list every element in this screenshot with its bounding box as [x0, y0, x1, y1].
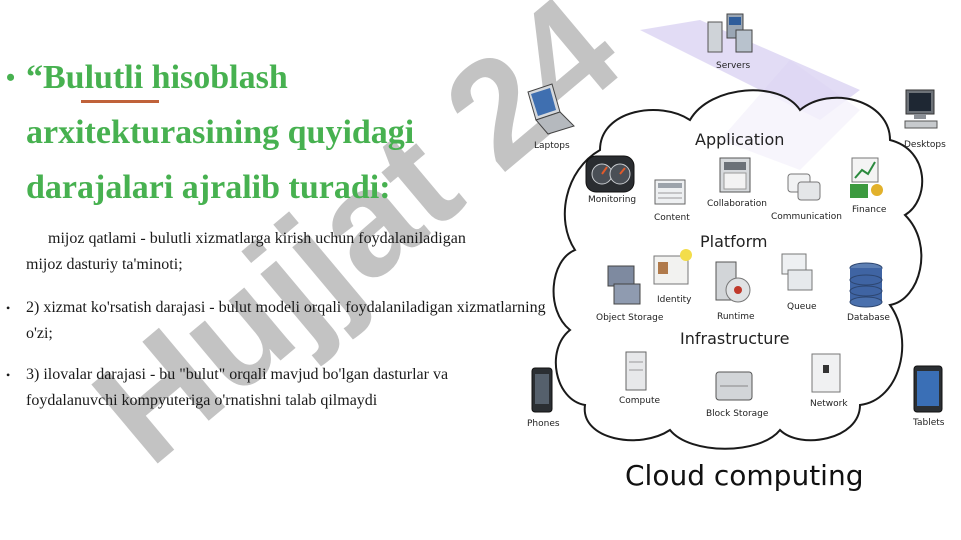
communication-icon: [787, 173, 821, 201]
phone-icon: [531, 367, 553, 413]
compute-icon: [625, 351, 647, 391]
network-label: Network: [810, 399, 848, 409]
platform-heading: Platform: [700, 232, 767, 251]
tablet-icon: [913, 365, 943, 413]
object-storage-label: Object Storage: [596, 313, 664, 323]
queue-label: Queue: [787, 302, 817, 312]
bullet: •: [6, 368, 11, 382]
tablets-label: Tablets: [912, 418, 945, 428]
application-heading: Application: [695, 130, 784, 149]
paragraph-service-layer: • 2) xizmat ko'rsatish darajasi - bulut …: [6, 295, 551, 347]
network-icon: [811, 353, 841, 393]
runtime-label: Runtime: [717, 312, 755, 322]
infrastructure-heading: Infrastructure: [680, 329, 789, 348]
cloud-computing-caption: Cloud computing: [625, 459, 863, 492]
bullet: •: [6, 301, 11, 315]
servers-icon: [707, 13, 753, 53]
compute-label: Compute: [619, 396, 661, 406]
title-line-3: darajalari ajralib turadi:: [26, 169, 391, 206]
finance-label: Finance: [852, 205, 887, 215]
collaboration-icon: [719, 157, 751, 193]
title-underline: [81, 100, 159, 103]
phones-label: Phones: [527, 419, 560, 429]
finance-icon: [850, 157, 883, 198]
database-label: Database: [847, 313, 890, 323]
laptops-label: Laptops: [534, 141, 570, 151]
content-label: Content: [654, 213, 690, 223]
title-line-2: arxitekturasining quyidagi: [26, 114, 415, 151]
collaboration-label: Collaboration: [707, 199, 767, 209]
database-icon: [849, 262, 883, 308]
queue-icon: [781, 253, 813, 291]
title-line-1: • “Bulutli hisoblash: [6, 50, 496, 105]
cloud-computing-diagram: Servers Laptops Desktops Phones Tablets: [527, 13, 946, 492]
runtime-icon: [715, 261, 751, 303]
identity-icon: [653, 249, 692, 285]
title-bullet: •: [6, 63, 16, 92]
content-icon: [654, 179, 686, 205]
identity-label: Identity: [657, 295, 692, 305]
communication-label: Communication: [771, 212, 842, 222]
monitoring-label: Monitoring: [588, 195, 636, 205]
servers-label: Servers: [716, 61, 751, 71]
desktop-icon: [904, 89, 938, 129]
object-storage-icon: [607, 265, 641, 305]
block-storage-label: Block Storage: [706, 409, 769, 419]
paragraph-client-layer: mijoz qatlami - bulutli xizmatlarga kiri…: [26, 230, 466, 273]
slide-title: • “Bulutli hisoblash arxitekturasining q…: [6, 50, 496, 215]
block-storage-icon: [715, 371, 753, 401]
desktops-label: Desktops: [904, 140, 946, 150]
monitoring-icon: [585, 155, 635, 193]
laptop-icon: [527, 83, 575, 135]
paragraph-application-layer: • 3) ilovalar darajasi - bu "bulut" orqa…: [6, 362, 526, 414]
